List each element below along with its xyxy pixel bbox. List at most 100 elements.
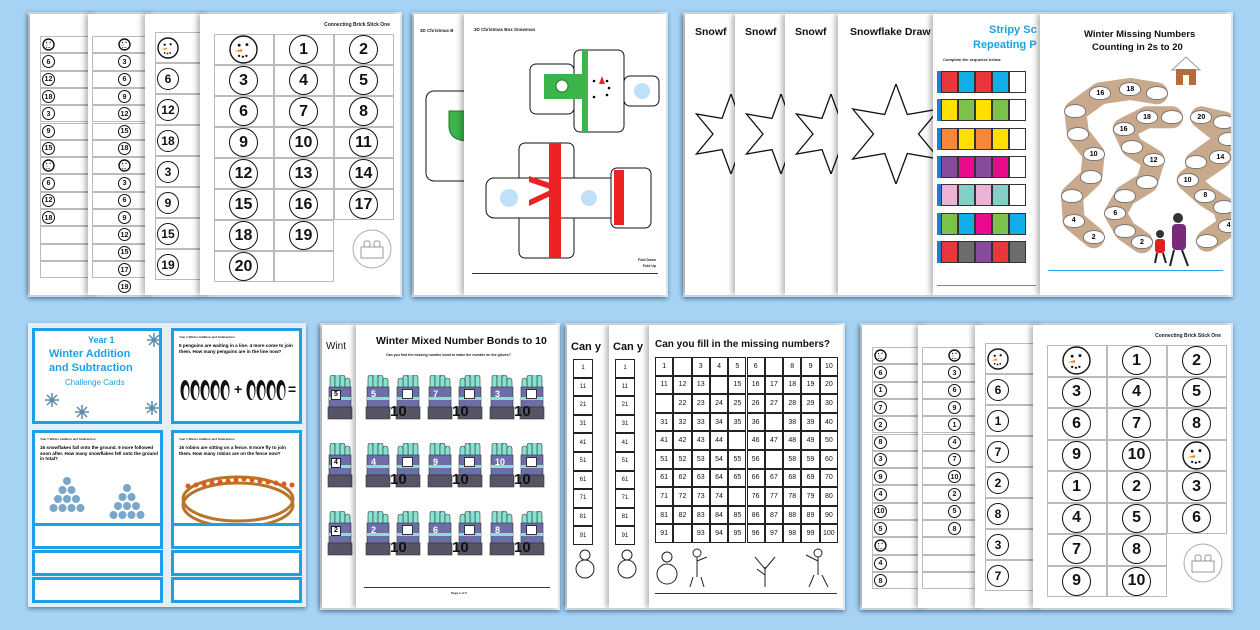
color-square: [975, 99, 992, 122]
snowman-icon: [42, 159, 55, 177]
worksheet-header: Connecting Brick Stick One: [1155, 333, 1221, 339]
grid-cell: [872, 416, 928, 434]
answer-box[interactable]: [402, 457, 413, 467]
grid-cell: [1107, 471, 1167, 503]
grid-cell: [872, 485, 928, 503]
number-circle: 12: [42, 193, 55, 207]
stepping-stone: 2: [1131, 235, 1153, 250]
number-circle: 3: [157, 160, 179, 183]
worksheet-title: Snowf: [745, 26, 777, 38]
worksheet-title: Stripy Sc: [989, 24, 1037, 36]
mitten-left-icon: [426, 508, 454, 562]
grid-cell: 41: [655, 431, 674, 450]
answer-box[interactable]: [464, 525, 475, 535]
grid-cell: [922, 571, 982, 590]
grid-cell: 99: [801, 524, 820, 543]
legend-label: Fold Down: [638, 258, 656, 262]
grid-cell: 51: [655, 450, 674, 469]
color-square: [975, 71, 992, 93]
number-circle: 9: [874, 470, 887, 484]
grid-cell: [872, 520, 928, 538]
grid-cell: 96: [746, 524, 765, 543]
stepping-stone: 12: [1142, 153, 1165, 167]
worksheet-title: Can y: [571, 341, 601, 353]
grid-cell: 98: [783, 524, 802, 543]
answer-box[interactable]: [402, 389, 413, 399]
mitten-right-icon: [456, 440, 484, 494]
grid-cell: 23: [691, 394, 710, 413]
grid-cell: [155, 156, 210, 187]
number-circle: 17: [349, 190, 378, 219]
number-circle: 2: [874, 418, 887, 432]
stepping-stone: [1217, 132, 1231, 146]
grid-cell: [1167, 502, 1227, 534]
grid-cell: [274, 220, 334, 251]
mitten-icon: [326, 440, 354, 494]
color-square: [958, 71, 975, 93]
grid-cell: 73: [691, 487, 710, 506]
grid-cell: 91: [573, 526, 593, 545]
answer-box[interactable]: [526, 389, 537, 399]
grid-cell: [40, 122, 98, 140]
worksheet-title: Repeating P: [973, 39, 1037, 51]
box-net-partial: [424, 89, 464, 194]
grid-cell: [1107, 565, 1167, 597]
missing-number-cell: [709, 375, 729, 395]
grid-cell: 56: [746, 450, 765, 469]
number-circle: 9: [42, 124, 55, 138]
grid-cell: 87: [764, 505, 784, 525]
page-number: Page 1 of 2: [451, 591, 467, 595]
grid-cell: 1: [573, 359, 593, 378]
color-square: [958, 184, 975, 207]
grid-cell: [155, 187, 210, 218]
number-circle: 12: [118, 107, 131, 121]
answer-box[interactable]: [464, 389, 475, 399]
color-square: [992, 184, 1009, 207]
grid-cell: 54: [709, 450, 729, 469]
grid-cell: 50: [819, 431, 838, 450]
color-square: [975, 155, 992, 178]
snowman-icon: [118, 159, 131, 177]
stepping-stone: [1212, 200, 1231, 215]
footer-line: [937, 285, 1036, 286]
number-circle: 10: [1122, 440, 1151, 470]
grid-cell: 52: [673, 450, 692, 469]
missing-number-cell: [728, 487, 747, 506]
grid-cell: 15: [728, 375, 747, 395]
grid-cell: 72: [673, 487, 692, 506]
grid-cell: 30: [819, 394, 838, 413]
mitten-left-icon: [364, 372, 392, 426]
number-circle: 4: [1062, 503, 1091, 533]
grid-cell: 36: [746, 412, 765, 432]
answer-box[interactable]: [526, 525, 537, 535]
mitten-number: 8: [495, 525, 501, 535]
number-circle: 1: [948, 418, 961, 432]
snowman-icon: [948, 349, 961, 367]
grid-cell: [155, 125, 210, 156]
grid-cell: 100: [819, 524, 838, 543]
missing-number-cell: [764, 357, 784, 376]
answer-box[interactable]: [402, 525, 413, 535]
answer-box[interactable]: [526, 457, 537, 467]
grid-cell: [214, 251, 274, 282]
grid-cell: 78: [783, 487, 802, 506]
grid-cell: [40, 53, 98, 71]
grid-cell: 42: [673, 431, 692, 450]
grid-cell: [334, 96, 394, 127]
grid-cell: [334, 158, 394, 189]
grid-cell: 34: [709, 412, 729, 432]
worksheet-back: 3D Christmas B: [414, 14, 464, 295]
gingerbread-house-icon: [1170, 54, 1202, 91]
grid-cell: [1107, 408, 1167, 440]
number-circle: 5: [1122, 503, 1151, 533]
grid-cell: 51: [615, 452, 635, 471]
stacked-card-edge: [32, 550, 163, 576]
color-square: [992, 155, 1009, 178]
grid-cell: 21: [573, 396, 593, 415]
question-text: 16 robins are sitting on a fence. 8 more…: [179, 445, 286, 456]
answer-box[interactable]: [464, 457, 475, 467]
